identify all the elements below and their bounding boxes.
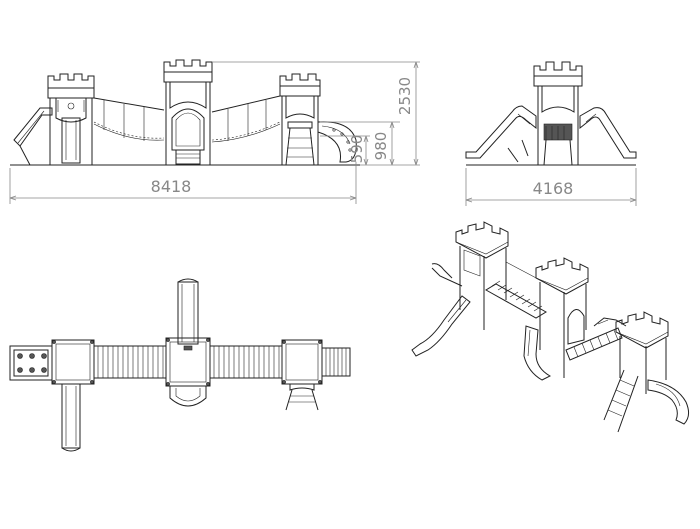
plan-middle-platform (165, 337, 211, 407)
iso-bridge-2 (565, 327, 623, 361)
iso-right-slide (647, 379, 690, 425)
iso-left-tower (455, 221, 509, 330)
plan-left-platform (51, 339, 95, 385)
iso-right-ladder (603, 369, 639, 433)
plan-left-end (9, 345, 53, 381)
iso-middle-slide (523, 325, 552, 381)
side-width-dimension (465, 168, 637, 206)
side-left-slide (465, 105, 537, 163)
front-left-slide (13, 107, 53, 166)
front-left-tower (47, 73, 95, 165)
plan-right-platform (281, 339, 323, 411)
plan-left-bottom-slide (61, 383, 81, 452)
plan-top-slide (177, 278, 199, 345)
front-right-slide (317, 121, 357, 163)
iso-back-slide (593, 317, 627, 327)
front-right-tower (279, 73, 321, 166)
plan-left-bridge (93, 345, 167, 379)
iso-left-slide (411, 263, 471, 357)
isometric-view (411, 221, 690, 433)
front-left-bridge (93, 97, 165, 141)
iso-right-tower (615, 311, 669, 394)
plan-view (9, 278, 351, 452)
front-height-dimensions (212, 61, 420, 166)
front-length-label: 8418 (151, 177, 192, 196)
plan-right-bridge (209, 345, 283, 379)
iso-middle-tower (535, 257, 589, 378)
front-elevation-view: 8418 2530 980 590 (9, 59, 420, 204)
plan-right-slide (321, 347, 351, 377)
front-platform-high-label: 980 (372, 132, 390, 161)
side-width-label: 4168 (533, 179, 574, 198)
front-middle-tower (163, 59, 213, 165)
front-height-label: 2530 (396, 77, 414, 115)
iso-bridge-1 (485, 261, 547, 319)
front-platform-low-label: 590 (348, 135, 366, 164)
side-tower (533, 61, 583, 166)
side-elevation-view: 4168 (465, 61, 637, 206)
front-length-dimension (9, 162, 357, 204)
front-right-bridge (211, 95, 281, 143)
side-right-slide (579, 107, 637, 159)
